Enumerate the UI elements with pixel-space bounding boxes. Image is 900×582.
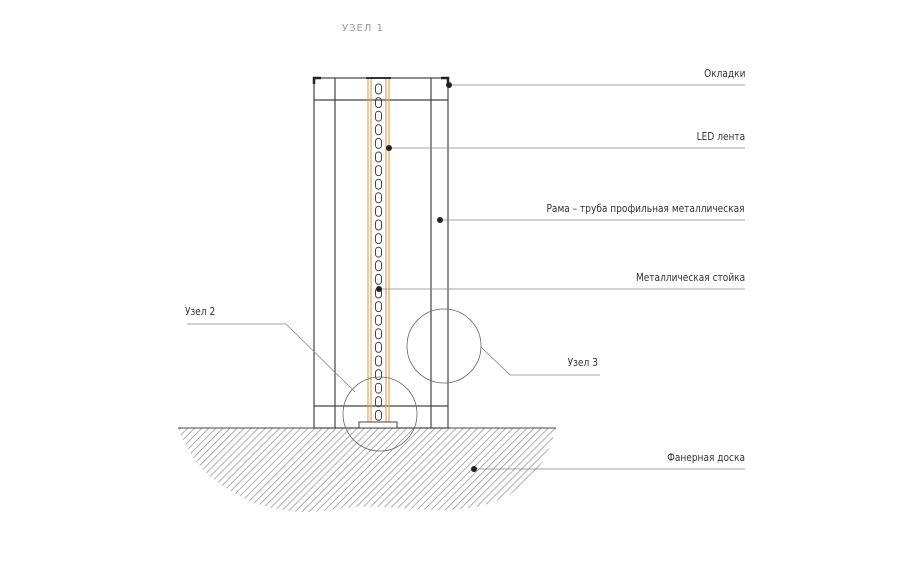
post-slots xyxy=(375,83,382,421)
post-slot xyxy=(375,137,382,149)
plywood-board xyxy=(178,428,556,512)
label-frame: Рама – труба профильная металлическая xyxy=(546,202,745,215)
post-slot xyxy=(375,205,382,217)
post-slot xyxy=(375,110,382,122)
base-plate xyxy=(358,421,398,429)
post-slot xyxy=(375,382,382,394)
post-slot xyxy=(375,165,382,177)
overlay-corners xyxy=(312,76,450,84)
post-slot xyxy=(375,355,382,367)
post-slot xyxy=(375,328,382,340)
post-slot xyxy=(375,301,382,313)
post-slot xyxy=(375,219,382,231)
label-overlays: Окладки xyxy=(703,67,745,80)
post-slot xyxy=(375,83,382,95)
post-slot xyxy=(375,409,382,421)
label-plywood: Фанерная доска xyxy=(667,451,745,464)
node2-circle xyxy=(342,376,418,452)
label-node2: Узел 2 xyxy=(185,305,216,318)
post-slot xyxy=(375,233,382,245)
post-slot xyxy=(375,246,382,258)
node3-circle xyxy=(406,308,482,384)
post-slot xyxy=(375,396,382,408)
post-slot xyxy=(375,273,382,285)
post-slot xyxy=(375,151,382,163)
label-metal-post: Металлическая стойка xyxy=(635,271,745,284)
post-slot xyxy=(375,97,382,109)
post-slot xyxy=(375,124,382,136)
led-strip xyxy=(367,78,390,422)
post-slot xyxy=(375,314,382,326)
label-led-strip: LED лента xyxy=(696,130,745,143)
post-slot xyxy=(375,369,382,381)
post-slot xyxy=(375,260,382,272)
post-slot xyxy=(375,192,382,204)
post-slot xyxy=(375,341,382,353)
leader-dots xyxy=(376,82,477,472)
post-slot xyxy=(375,178,382,190)
label-node3: Узел 3 xyxy=(567,356,598,369)
drawing-title: УЗЕЛ 1 xyxy=(342,23,384,34)
